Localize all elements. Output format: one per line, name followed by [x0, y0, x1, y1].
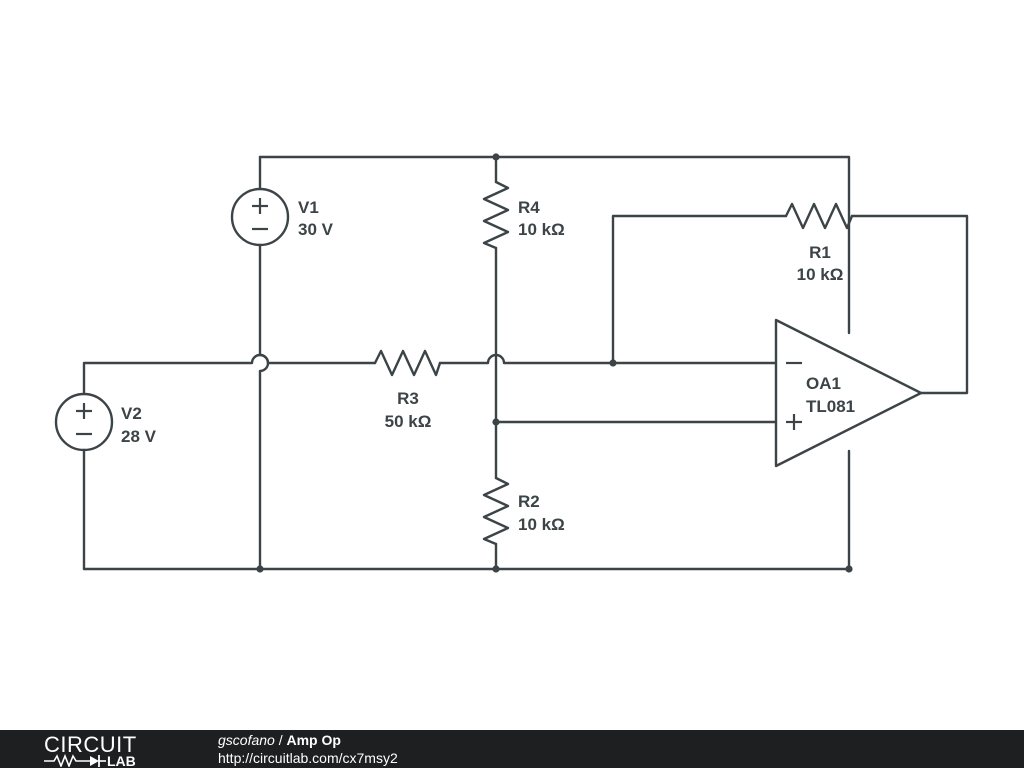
wires [82, 155, 969, 571]
logo-diode-icon [90, 756, 99, 766]
author-title-line: gscofano / Amp Op [218, 732, 341, 748]
v2-value-label: 28 V [121, 427, 157, 446]
logo-top-text: CIRCUIT [44, 733, 137, 757]
resistor-r1[interactable] [784, 202, 854, 230]
voltage-source-v1[interactable] [230, 187, 290, 247]
v1-value-label: 30 V [298, 220, 334, 239]
footer-bar [0, 730, 1024, 768]
resistor-r2[interactable] [482, 476, 510, 546]
wire-bottom-rail [82, 449, 851, 571]
r1-value-label: 10 kΩ [797, 265, 844, 284]
r2-value-label: 10 kΩ [518, 515, 565, 534]
r2-name-label: R2 [518, 492, 540, 511]
wire-top-rail [258, 155, 851, 335]
wire-feedback-right [850, 214, 969, 395]
oa1-name-label: OA1 [806, 374, 841, 393]
junction-dots [256, 153, 853, 573]
junction-dot [492, 153, 500, 161]
r1-name-label: R1 [809, 243, 831, 262]
junction-dot [256, 565, 264, 573]
logo-resistor-icon [44, 753, 90, 767]
circuit-schematic: V1 30 V V2 28 V R1 10 kΩ R2 10 kΩ R3 50 … [54, 153, 969, 573]
r4-name-label: R4 [518, 198, 540, 217]
logo-bottom-text: LAB [107, 753, 136, 767]
v2-name-label: V2 [121, 404, 142, 423]
wire-v2-top [82, 353, 377, 396]
r4-value-label: 10 kΩ [518, 220, 565, 239]
circuit-url-link[interactable]: http://circuitlab.com/cx7msy2 [218, 750, 398, 766]
title-separator: / [278, 732, 283, 748]
oa1-value-label: TL081 [806, 397, 855, 416]
r3-name-label: R3 [397, 389, 419, 408]
circuit-title[interactable]: Amp Op [286, 732, 341, 748]
junction-dot [845, 565, 853, 573]
resistor-r3[interactable] [373, 349, 442, 377]
v1-name-label: V1 [298, 198, 319, 217]
junction-dot [492, 565, 500, 573]
opamp-oa1[interactable] [774, 318, 923, 468]
junction-dot [492, 418, 500, 426]
author-link[interactable]: gscofano [218, 732, 275, 748]
resistor-r4[interactable] [482, 180, 510, 250]
wire-r3-to-minus [438, 353, 778, 365]
r3-value-label: 50 kΩ [385, 412, 432, 431]
junction-dot [609, 359, 617, 367]
component-labels: V1 30 V V2 28 V R1 10 kΩ R2 10 kΩ R3 50 … [121, 198, 855, 534]
circuitlab-logo[interactable]: CIRCUIT LAB [44, 733, 176, 767]
wire-v1-bottom [258, 243, 270, 571]
voltage-source-v2[interactable] [54, 392, 114, 452]
wire-feedback-left [611, 214, 788, 365]
